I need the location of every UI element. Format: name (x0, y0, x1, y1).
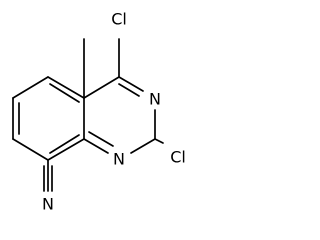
bond-c4a-c4 (83, 76, 120, 99)
atom-n-upper: N (149, 90, 161, 109)
bond-c7-c8-inner (49, 134, 80, 154)
bond-c4a-c5 (47, 76, 85, 99)
bond-c4-n3 (118, 76, 144, 92)
atom-cl-right: Cl (170, 148, 186, 167)
bond-c2-n1 (130, 138, 156, 154)
structure-canvas: Cl N Cl N N (12, 9, 186, 214)
bond-c6-c7 (12, 138, 49, 161)
bond-n1-c8a-inner (88, 131, 114, 147)
bond-c2-cl (154, 138, 164, 144)
molecule-structure: Cl N Cl N N (12, 10, 186, 214)
bond-c4-n3-inner (118, 83, 140, 97)
bond-c5-c4a (12, 76, 49, 99)
bond-n1-c8a (83, 138, 109, 154)
atom-cl-top: Cl (111, 10, 127, 29)
bond-c4a-c5-inner (49, 83, 80, 103)
atom-n-nitrile: N (42, 195, 54, 214)
bond-c7-c8 (47, 138, 85, 161)
atom-n-lower: N (113, 150, 125, 169)
